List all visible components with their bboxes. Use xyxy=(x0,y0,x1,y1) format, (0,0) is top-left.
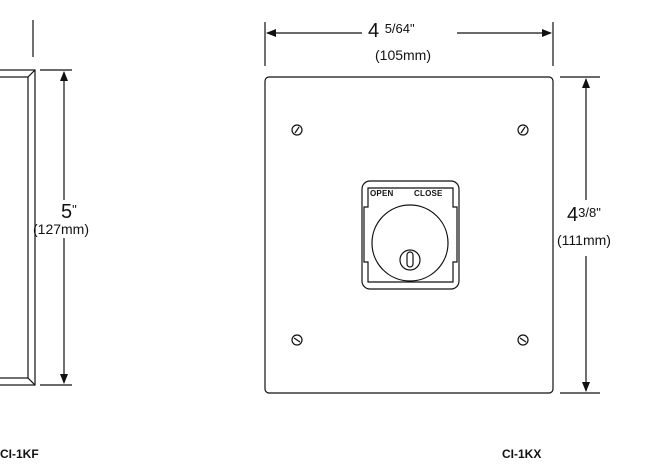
left-height-inch-mark: " xyxy=(72,202,77,217)
width-fraction: 5/64" xyxy=(384,21,415,36)
key-switch-housing-inner xyxy=(363,187,458,283)
left-height-mm: (127mm) xyxy=(33,221,90,237)
height-mm: (111mm) xyxy=(557,232,611,248)
left-caption: CI-1KF xyxy=(0,447,39,461)
right-caption: CI-1KX xyxy=(502,447,542,461)
screw-bottom-right xyxy=(517,334,529,346)
height-fraction: 3/8" xyxy=(578,205,601,220)
left-frame-inner-edge xyxy=(0,76,29,379)
key-label-open: OPEN xyxy=(370,189,394,198)
height-value: 43/8" xyxy=(567,205,601,225)
left-height-whole: 5 xyxy=(61,201,73,223)
key-cylinder xyxy=(371,204,449,282)
key-label-close: CLOSE xyxy=(414,189,443,198)
cover-plate xyxy=(264,76,554,394)
left-frame-bevel-bottom xyxy=(27,377,36,386)
left-frame-bevel-top xyxy=(27,69,36,78)
left-frame-outer-edge xyxy=(0,69,36,386)
width-whole: 4 xyxy=(368,20,380,42)
screw-top-left xyxy=(291,124,303,136)
screw-top-right xyxy=(517,124,529,136)
screw-bottom-left xyxy=(291,334,303,346)
keyhole-slot xyxy=(406,251,414,268)
key-switch-housing-outer xyxy=(361,180,460,290)
width-value: 4 5/64" xyxy=(368,21,415,41)
left-frame-view xyxy=(0,20,72,386)
keyhole-ring xyxy=(399,249,421,271)
right-plate-view xyxy=(264,22,600,394)
height-whole: 4 xyxy=(567,204,579,226)
width-mm: (105mm) xyxy=(375,47,432,63)
left-height-value: 5" xyxy=(61,202,77,222)
